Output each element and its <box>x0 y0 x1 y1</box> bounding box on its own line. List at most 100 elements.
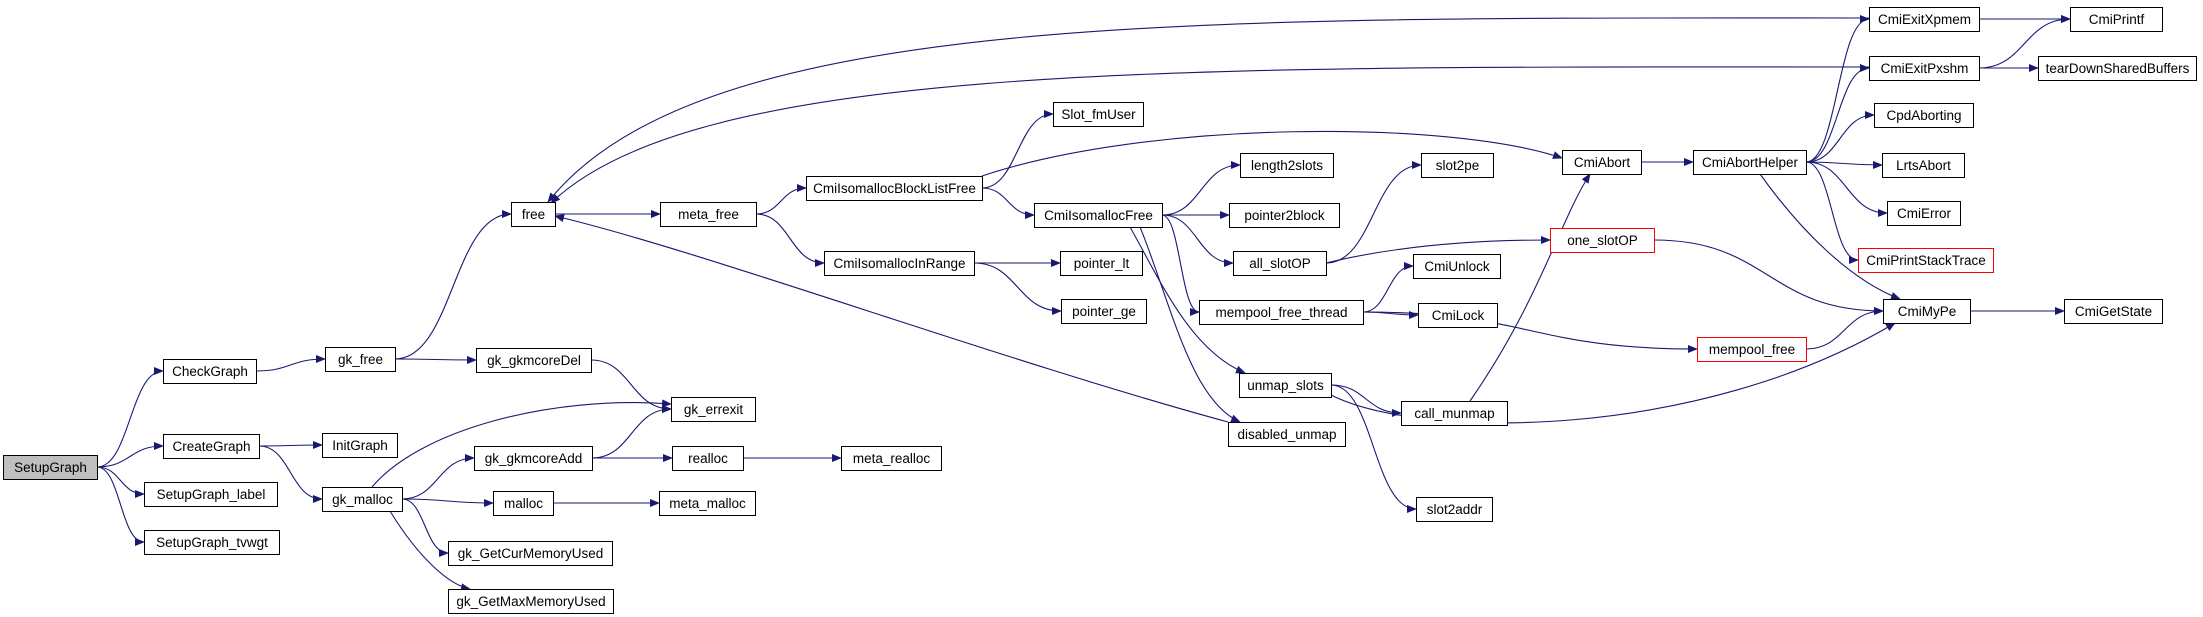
node-gk_free[interactable]: gk_free <box>325 347 396 372</box>
edge-CmiAbortHelper-to-CmiMyPe <box>1759 173 1901 300</box>
node-SetupGraph_label[interactable]: SetupGraph_label <box>144 482 278 507</box>
edge-meta_free-to-CmiIsomallocBlockListFree <box>755 184 807 215</box>
node-label: CmiAbort <box>1574 155 1631 170</box>
node-box <box>163 434 260 459</box>
node-mempool_free_thread[interactable]: mempool_free_thread <box>1199 300 1364 325</box>
node-unmap_slots[interactable]: unmap_slots <box>1239 373 1332 398</box>
node-pointer_ge[interactable]: pointer_ge <box>1061 299 1147 324</box>
node-CmiAbort[interactable]: CmiAbort <box>1562 150 1642 175</box>
node-slot2pe[interactable]: slot2pe <box>1421 153 1494 178</box>
node-realloc[interactable]: realloc <box>672 446 744 471</box>
node-InitGraph[interactable]: InitGraph <box>322 433 398 458</box>
node-gk_gkmcoreAdd[interactable]: gk_gkmcoreAdd <box>474 446 593 471</box>
node-CmiError[interactable]: CmiError <box>1887 201 1961 226</box>
edge-path <box>96 466 145 498</box>
node-label: InitGraph <box>332 438 388 453</box>
node-length2slots[interactable]: length2slots <box>1240 153 1334 178</box>
node-CmiUnlock[interactable]: CmiUnlock <box>1413 254 1501 279</box>
node-tearDownSharedBuffers[interactable]: tearDownSharedBuffers <box>2038 56 2197 81</box>
edge-call_munmap-to-CmiAbort <box>1469 173 1591 402</box>
node-mempool_free[interactable]: mempool_free <box>1697 337 1807 362</box>
node-label: slot2addr <box>1427 502 1483 517</box>
node-label: CmiIsomallocFree <box>1044 208 1153 223</box>
edge-mempool_free_thread-to-CmiUnlock <box>1362 262 1414 313</box>
node-label: CpdAborting <box>1886 108 1961 123</box>
node-meta_realloc[interactable]: meta_realloc <box>841 446 942 471</box>
node-label: pointer_ge <box>1072 304 1136 319</box>
node-free[interactable]: free <box>511 202 556 227</box>
node-LrtsAbort[interactable]: LrtsAbort <box>1882 153 1965 178</box>
node-CmiMyPe[interactable]: CmiMyPe <box>1883 299 1971 324</box>
node-CmiExitXpmem[interactable]: CmiExitXpmem <box>1869 7 1980 32</box>
edge-unmap_slots-to-call_munmap <box>1330 384 1402 417</box>
edge-path <box>1978 15 2071 69</box>
node-Slot_fmUser[interactable]: Slot_fmUser <box>1053 102 1144 127</box>
edge-path <box>1469 173 1591 402</box>
node-label: CmiIsomallocInRange <box>833 256 965 271</box>
node-box <box>660 202 757 227</box>
node-CmiLock[interactable]: CmiLock <box>1418 303 1498 328</box>
node-CmiPrintStackTrace[interactable]: CmiPrintStackTrace <box>1858 248 1994 273</box>
node-box <box>671 397 756 422</box>
node-label: length2slots <box>1251 158 1323 173</box>
node-CmiIsomallocFree[interactable]: CmiIsomallocFree <box>1034 203 1163 228</box>
edge-gk_gkmcoreAdd-to-gk_errexit <box>591 405 672 459</box>
node-CmiAbortHelper[interactable]: CmiAbortHelper <box>1693 150 1807 175</box>
node-box <box>1874 103 1974 128</box>
node-slot2addr[interactable]: slot2addr <box>1416 497 1493 522</box>
node-one_slotOP[interactable]: one_slotOP <box>1550 228 1655 253</box>
edge-path <box>1325 236 1551 264</box>
node-malloc[interactable]: malloc <box>493 491 554 516</box>
edge-CmiIsomallocFree-to-all_slotOP <box>1161 214 1234 267</box>
edge-CmiIsomallocFree-to-length2slots <box>1161 161 1241 216</box>
node-gk_gkmcoreDel[interactable]: gk_gkmcoreDel <box>476 348 592 373</box>
node-CreateGraph[interactable]: CreateGraph <box>163 434 260 459</box>
edge-CmiExitPxshm-to-CmiPrintf <box>1978 15 2071 69</box>
edge-path <box>401 498 449 557</box>
node-gk_errexit[interactable]: gk_errexit <box>671 397 756 422</box>
node-CmiIsomallocInRange[interactable]: CmiIsomallocInRange <box>824 251 975 276</box>
edge-path <box>96 367 164 468</box>
node-meta_malloc[interactable]: meta_malloc <box>659 491 756 516</box>
node-disabled_unmap[interactable]: disabled_unmap <box>1228 422 1346 447</box>
edge-path <box>1362 311 1698 353</box>
node-pointer_lt[interactable]: pointer_lt <box>1060 251 1143 276</box>
node-all_slotOP[interactable]: all_slotOP <box>1233 251 1327 276</box>
node-CmiGetState[interactable]: CmiGetState <box>2064 299 2163 324</box>
node-CmiExitPxshm[interactable]: CmiExitPxshm <box>1869 56 1980 81</box>
node-pointer2block[interactable]: pointer2block <box>1229 203 1340 228</box>
node-label: SetupGraph_tvwgt <box>156 535 268 550</box>
node-box <box>1869 56 1980 81</box>
edge-mempool_free_thread-to-mempool_free <box>1362 311 1698 353</box>
edge-path <box>1805 64 1870 163</box>
node-CmiIsomallocBlockListFree[interactable]: CmiIsomallocBlockListFree <box>806 176 983 201</box>
node-gk_GetMaxMemoryUsed[interactable]: gk_GetMaxMemoryUsed <box>448 589 614 614</box>
node-CmiPrintf[interactable]: CmiPrintf <box>2070 7 2163 32</box>
node-label: all_slotOP <box>1249 256 1311 271</box>
node-box <box>1693 150 1807 175</box>
node-label: CmiAbortHelper <box>1702 155 1799 170</box>
node-SetupGraph_tvwgt[interactable]: SetupGraph_tvwgt <box>144 530 280 555</box>
node-SetupGraph[interactable]: SetupGraph <box>3 455 98 480</box>
edge-CmiIsomallocFree-to-disabled_unmap <box>1139 226 1241 423</box>
edge-CheckGraph-to-gk_free <box>255 355 326 372</box>
node-label: CreateGraph <box>172 439 250 454</box>
node-label: call_munmap <box>1414 406 1494 421</box>
node-gk_malloc[interactable]: gk_malloc <box>322 487 403 512</box>
edge-path <box>258 445 323 503</box>
edge-one_slotOP-to-CmiMyPe <box>1653 239 1884 315</box>
node-gk_GetCurMemoryUsed[interactable]: gk_GetCurMemoryUsed <box>448 541 613 566</box>
node-CpdAborting[interactable]: CpdAborting <box>1874 103 1974 128</box>
node-box <box>1053 102 1144 127</box>
node-box <box>1199 300 1364 325</box>
edge-disabled_unmap-to-free <box>554 214 1229 423</box>
node-label: mempool_free <box>1709 342 1795 357</box>
edge-gk_malloc-to-gk_GetCurMemoryUsed <box>401 498 449 557</box>
node-call_munmap[interactable]: call_munmap <box>1401 401 1508 426</box>
node-box <box>448 589 614 614</box>
node-CheckGraph[interactable]: CheckGraph <box>163 359 257 384</box>
edge-CmiExitXpmem-to-free <box>547 17 1870 203</box>
node-meta_free[interactable]: meta_free <box>660 202 757 227</box>
edge-path <box>554 214 1229 423</box>
